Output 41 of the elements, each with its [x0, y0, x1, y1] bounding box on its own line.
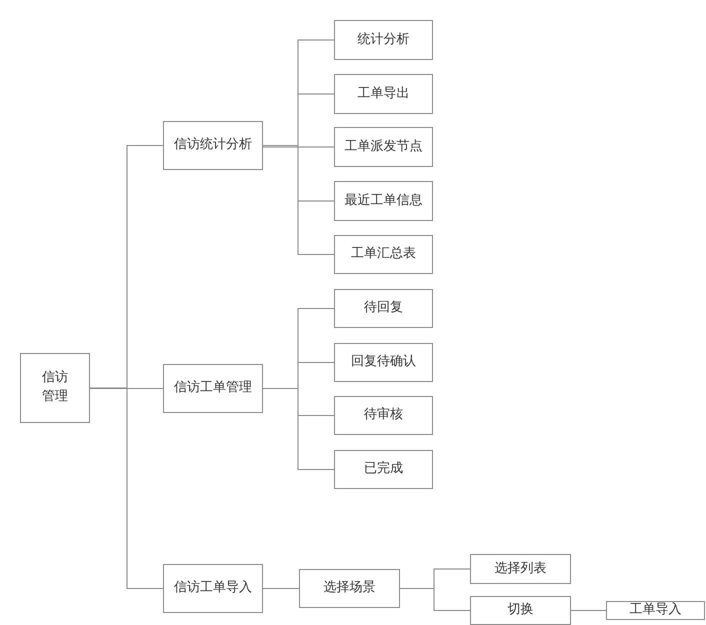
- connector-line: [262, 588, 300, 589]
- node-label: 工单导出: [358, 84, 410, 103]
- node-label: 选择列表: [494, 560, 546, 578]
- tree-node-box: [470, 554, 571, 584]
- tree-node-box: [334, 74, 433, 114]
- node-label: 最近工单信息: [344, 192, 422, 210]
- connector-line: [570, 610, 606, 611]
- tree-node-box: [334, 396, 433, 435]
- tree-node-box: [163, 121, 263, 170]
- node-label: 信访工单管理: [174, 379, 252, 398]
- node-label: 已完成: [364, 460, 403, 478]
- tree-node-box: [163, 564, 263, 613]
- node-label: 选择场景: [324, 579, 376, 598]
- tree-node-box: [20, 353, 90, 423]
- connector-line: [262, 388, 334, 470]
- node-label: 待审核: [364, 406, 403, 424]
- connector-line: [400, 588, 470, 611]
- tree-node-box: [334, 181, 433, 221]
- tree-node-box: [334, 20, 433, 60]
- node-label: 工单派发节点: [344, 138, 422, 156]
- tree-node-box: [163, 364, 263, 413]
- tree-node-box: [299, 569, 400, 608]
- node-label: 待回复: [364, 299, 403, 318]
- tree-node-box: [334, 450, 433, 489]
- node-label: 回复待确认: [351, 353, 416, 372]
- connector-line: [262, 146, 334, 148]
- node-label: 信访统计分析: [174, 136, 252, 154]
- tree-node-box: [334, 343, 433, 382]
- node-label: 信访管理: [41, 369, 69, 406]
- node-label: 统计分析: [358, 30, 410, 49]
- tree-node-box: [334, 235, 433, 274]
- node-label: 工单汇总表: [351, 245, 416, 264]
- tree-node-box: [470, 596, 571, 625]
- tree-node-box: [606, 601, 705, 620]
- connector-line: [90, 388, 164, 589]
- tree-node-box: [334, 289, 433, 328]
- node-label: 信访工单导入: [174, 579, 252, 598]
- connector-line: [90, 388, 164, 389]
- node-label: 工单导入: [630, 601, 682, 620]
- node-label: 切换: [508, 601, 534, 620]
- tree-node-box: [334, 127, 433, 167]
